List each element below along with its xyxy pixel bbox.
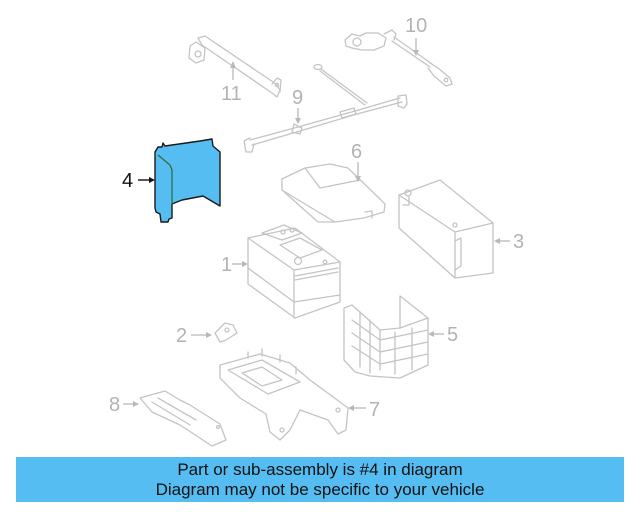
callout-9: 9	[292, 87, 303, 124]
svg-text:4: 4	[122, 170, 133, 192]
part-9-cable[interactable]	[243, 63, 408, 153]
part-3-cover-box[interactable]	[398, 179, 494, 279]
svg-text:2: 2	[176, 325, 187, 347]
callout-8: 8	[109, 394, 139, 416]
svg-text:3: 3	[513, 231, 524, 253]
svg-text:6: 6	[351, 141, 362, 163]
callout-1: 1	[221, 254, 248, 276]
svg-text:10: 10	[405, 15, 427, 37]
callout-10: 10	[405, 15, 427, 56]
svg-text:8: 8	[109, 394, 120, 416]
banner-line-2: Diagram may not be specific to your vehi…	[155, 480, 485, 499]
banner-line-1: Part or sub-assembly is #4 in diagram	[177, 460, 463, 479]
part-11-bracket[interactable]	[188, 35, 282, 98]
svg-text:1: 1	[221, 254, 232, 276]
part-5-insulator[interactable]	[343, 295, 429, 379]
svg-text:7: 7	[369, 399, 380, 421]
svg-text:9: 9	[292, 87, 303, 109]
callout-6: 6	[351, 141, 362, 182]
part-1-battery[interactable]	[247, 224, 341, 319]
part-4-heat-shield[interactable]	[154, 138, 221, 223]
part-8-support[interactable]	[139, 390, 227, 447]
svg-text:5: 5	[447, 324, 458, 346]
callout-7: 7	[348, 399, 380, 421]
callout-11: 11	[221, 61, 242, 105]
part-2-clamp[interactable]	[214, 322, 238, 343]
callout-3: 3	[494, 231, 524, 253]
callout-2: 2	[176, 325, 212, 347]
callout-5: 5	[428, 324, 458, 346]
callout-4: 4	[122, 170, 155, 192]
part-7-tray[interactable]	[219, 348, 349, 441]
part-10-cable[interactable]	[344, 29, 453, 87]
part-6-top-cover[interactable]	[281, 163, 386, 223]
svg-text:11: 11	[221, 83, 242, 105]
info-banner: Part or sub-assembly is #4 in diagram Di…	[16, 457, 624, 502]
